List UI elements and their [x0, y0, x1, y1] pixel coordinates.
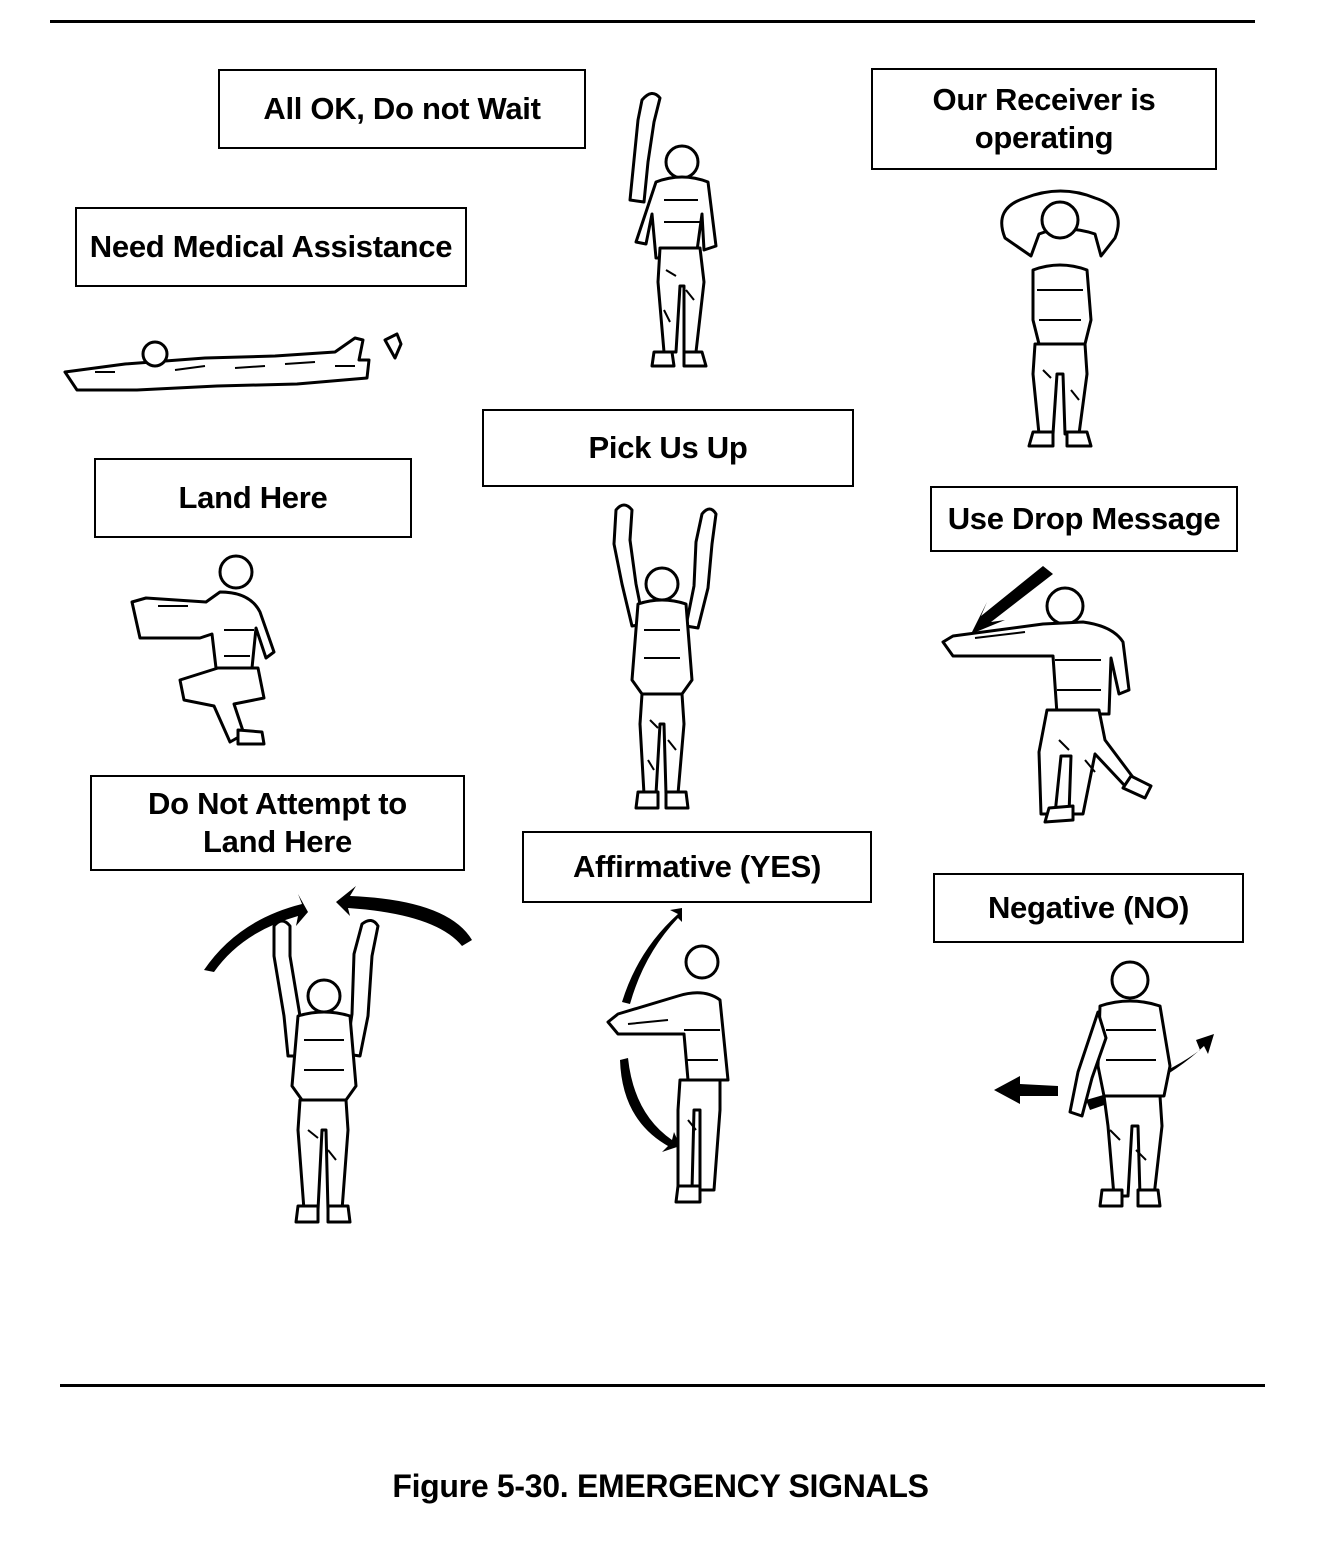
- figure-all-ok: [628, 92, 718, 368]
- label-medical: Need Medical Assistance: [75, 207, 467, 287]
- top-rule: [50, 20, 1255, 23]
- bottom-rule: [60, 1384, 1265, 1387]
- figure-negative: [994, 960, 1214, 1208]
- figure-no-land: [204, 886, 472, 1224]
- label-all-ok: All OK, Do not Wait: [218, 69, 586, 149]
- figure-medical: [63, 332, 403, 392]
- label-pick-up: Pick Us Up: [482, 409, 854, 487]
- label-negative: Negative (NO): [933, 873, 1244, 943]
- figure-pick-up: [612, 503, 718, 810]
- label-receiver: Our Receiver is operating: [871, 68, 1217, 170]
- label-affirmative: Affirmative (YES): [522, 831, 872, 903]
- figure-land-here: [130, 554, 276, 746]
- figure-drop-message: [941, 566, 1153, 824]
- label-drop-message: Use Drop Message: [930, 486, 1238, 552]
- figure-caption: Figure 5-30. EMERGENCY SIGNALS: [392, 1468, 929, 1504]
- label-land-here: Land Here: [94, 458, 412, 538]
- figure-affirmative: [606, 908, 730, 1204]
- label-no-land: Do Not Attempt to Land Here: [90, 775, 465, 871]
- figure-receiver: [1000, 189, 1120, 448]
